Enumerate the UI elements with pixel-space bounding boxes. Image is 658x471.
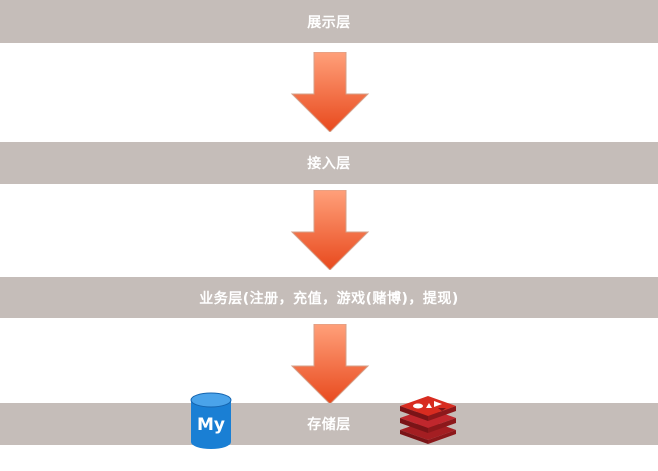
access-layer-label: 接入层 [307, 156, 351, 172]
storage-layer: 存储层 [0, 403, 658, 445]
presentation-layer: 展示层 [0, 0, 658, 43]
down-arrow-icon [290, 52, 370, 132]
down-arrow-icon [290, 324, 370, 404]
redis-icon [398, 396, 458, 444]
access-layer: 接入层 [0, 142, 658, 184]
business-layer: 业务层(注册，充值，游戏(赌博)，提现) [0, 277, 658, 318]
mysql-database-icon: My [189, 392, 233, 450]
mysql-logo-text: My [197, 415, 225, 435]
presentation-layer-label: 展示层 [307, 14, 351, 31]
down-arrow-icon [290, 190, 370, 270]
storage-layer-label: 存储层 [307, 417, 351, 433]
business-layer-label: 业务层(注册，充值，游戏(赌博)，提现) [199, 290, 459, 307]
